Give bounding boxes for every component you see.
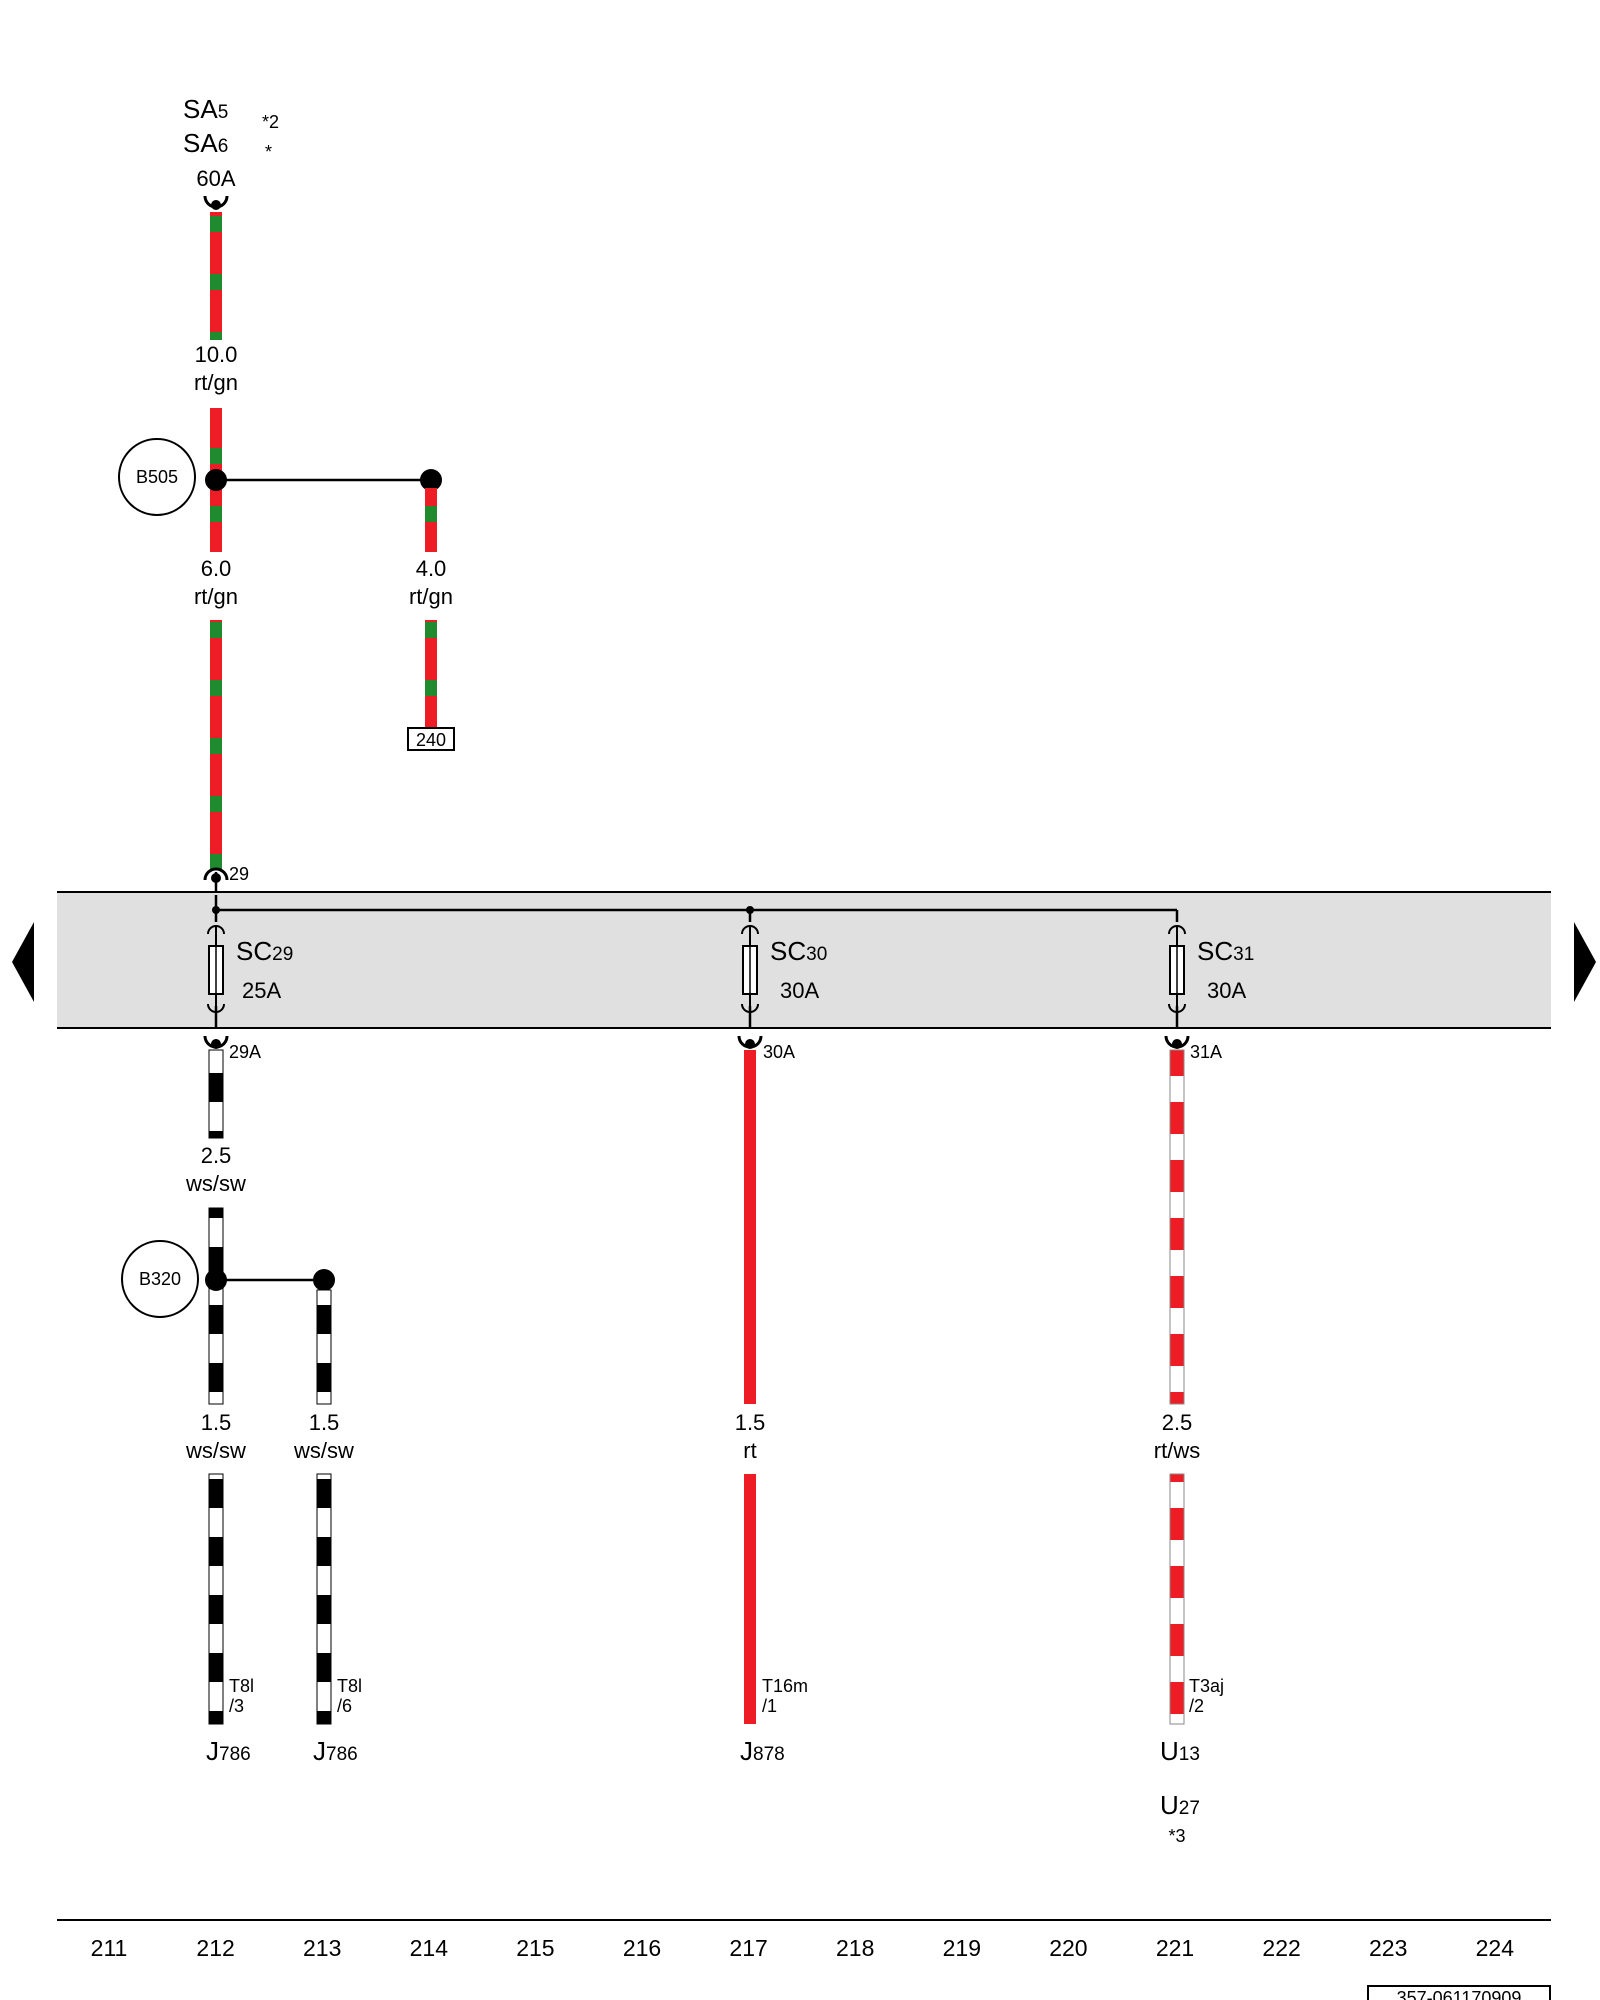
splice-b320: B320 <box>121 1240 335 1318</box>
grid-number: 224 <box>1476 1935 1515 1961</box>
component-label: J878 <box>740 1736 785 1766</box>
svg-text:B320: B320 <box>139 1269 181 1289</box>
page-left-arrow-icon[interactable] <box>12 922 34 1002</box>
pin-label: 29A <box>229 1042 261 1062</box>
wire-segment <box>744 1050 756 1404</box>
source-terminal-icon <box>203 195 229 210</box>
svg-text:25A: 25A <box>242 978 281 1003</box>
grid-number: 217 <box>729 1935 767 1961</box>
svg-text:30A: 30A <box>780 978 819 1003</box>
connector-pin: /2 <box>1189 1696 1204 1716</box>
source-label: SA5 *2 SA6 * 60A <box>183 94 279 191</box>
grid-number: 211 <box>91 1935 128 1961</box>
wire-segment <box>210 212 222 340</box>
fuse-sc31: SC31 30A <box>1168 910 1254 1028</box>
svg-text:SA6: SA6 <box>183 128 228 158</box>
wire-color-code: rt/gn <box>194 370 238 395</box>
wire-segment <box>744 1474 756 1724</box>
svg-text:*: * <box>265 142 272 162</box>
fuse-panel <box>57 891 1551 1029</box>
svg-text:30A: 30A <box>1207 978 1246 1003</box>
pin-label: 29 <box>229 864 249 884</box>
grid-number: 212 <box>196 1935 234 1961</box>
svg-text:240: 240 <box>416 730 446 750</box>
output-terminal-icon <box>203 1035 229 1049</box>
grid-number: 220 <box>1049 1935 1087 1961</box>
svg-text:*2: *2 <box>262 112 279 132</box>
wire-gauge: 10.0 <box>195 342 238 367</box>
wire-segment <box>425 620 437 728</box>
grid-number: 218 <box>836 1935 874 1961</box>
wire-gauge: 1.5 <box>309 1410 340 1435</box>
component-label: U27 <box>1160 1790 1200 1820</box>
grid-number: 213 <box>303 1935 341 1961</box>
connector-pin: /1 <box>762 1696 777 1716</box>
wire-segment <box>210 620 222 870</box>
grid-number: 219 <box>943 1935 981 1961</box>
fuse-sc30: SC30 30A <box>741 910 827 1028</box>
grid-number: 222 <box>1262 1935 1300 1961</box>
pin-label: 31A <box>1190 1042 1222 1062</box>
wire-segment <box>316 1473 332 1725</box>
grid-number: 223 <box>1369 1935 1407 1961</box>
connector-name: T8l <box>229 1676 254 1696</box>
svg-text:SC30: SC30 <box>770 936 827 966</box>
wire-gauge: 2.5 <box>201 1143 232 1168</box>
output-terminal-icon <box>1164 1035 1190 1049</box>
wire-gauge: 6.0 <box>201 556 232 581</box>
component-label: U13 <box>1160 1736 1200 1766</box>
svg-text:SC29: SC29 <box>236 936 293 966</box>
wire-segment <box>316 1289 332 1405</box>
output-terminal-icon <box>737 1035 763 1049</box>
connector-pin: /6 <box>337 1696 352 1716</box>
wire-segment <box>425 488 437 552</box>
page-right-arrow-icon[interactable] <box>1574 922 1596 1002</box>
wire-color-code: rt/ws <box>1154 1438 1200 1463</box>
svg-text:SC31: SC31 <box>1197 936 1254 966</box>
wire-color-code: rt/gn <box>194 584 238 609</box>
svg-text:60A: 60A <box>196 166 235 191</box>
component-label: J786 <box>313 1736 358 1766</box>
wire-gauge: 4.0 <box>416 556 447 581</box>
wire-segment <box>1169 1473 1185 1725</box>
document-id: 357-061170909 <box>1367 1985 1551 2000</box>
wire-segment <box>208 1049 224 1139</box>
splice-b505: B505 <box>118 438 442 516</box>
wire-color-code: ws/sw <box>293 1438 354 1463</box>
grid-number: 221 <box>1156 1935 1194 1961</box>
connector-pin: /3 <box>229 1696 244 1716</box>
wire-segment <box>208 1207 224 1405</box>
wire-color-code: rt/gn <box>409 584 453 609</box>
svg-text:SA5: SA5 <box>183 94 228 124</box>
fuse-sc29: SC29 25A <box>207 910 293 1028</box>
grid-number: 214 <box>410 1935 449 1961</box>
component-note: *3 <box>1168 1826 1185 1846</box>
pin-label: 30A <box>763 1042 795 1062</box>
wire-segment <box>1169 1049 1185 1405</box>
grid-number-row: 211 212 213 214 215 216 217 218 219 220 221 222 223 2… <box>91 1935 1515 1961</box>
connector-name: T8l <box>337 1676 362 1696</box>
wire-gauge: 1.5 <box>201 1410 232 1435</box>
wire-gauge: 2.5 <box>1162 1410 1193 1435</box>
svg-text:B505: B505 <box>136 467 178 487</box>
wire-gauge: 1.5 <box>735 1410 766 1435</box>
svg-text:357-061170909: 357-061170909 <box>1397 1988 1522 2000</box>
reference-box: 240 <box>407 727 455 751</box>
wire-color-code: ws/sw <box>185 1171 246 1196</box>
grid-number: 216 <box>623 1935 661 1961</box>
connector-name: T3aj <box>1189 1676 1224 1696</box>
wire-color-code: rt <box>743 1438 756 1463</box>
wire-color-code: ws/sw <box>185 1438 246 1463</box>
grid-number: 215 <box>516 1935 554 1961</box>
connector-name: T16m <box>762 1676 808 1696</box>
component-label: J786 <box>206 1736 251 1766</box>
wire-segment <box>208 1473 224 1725</box>
